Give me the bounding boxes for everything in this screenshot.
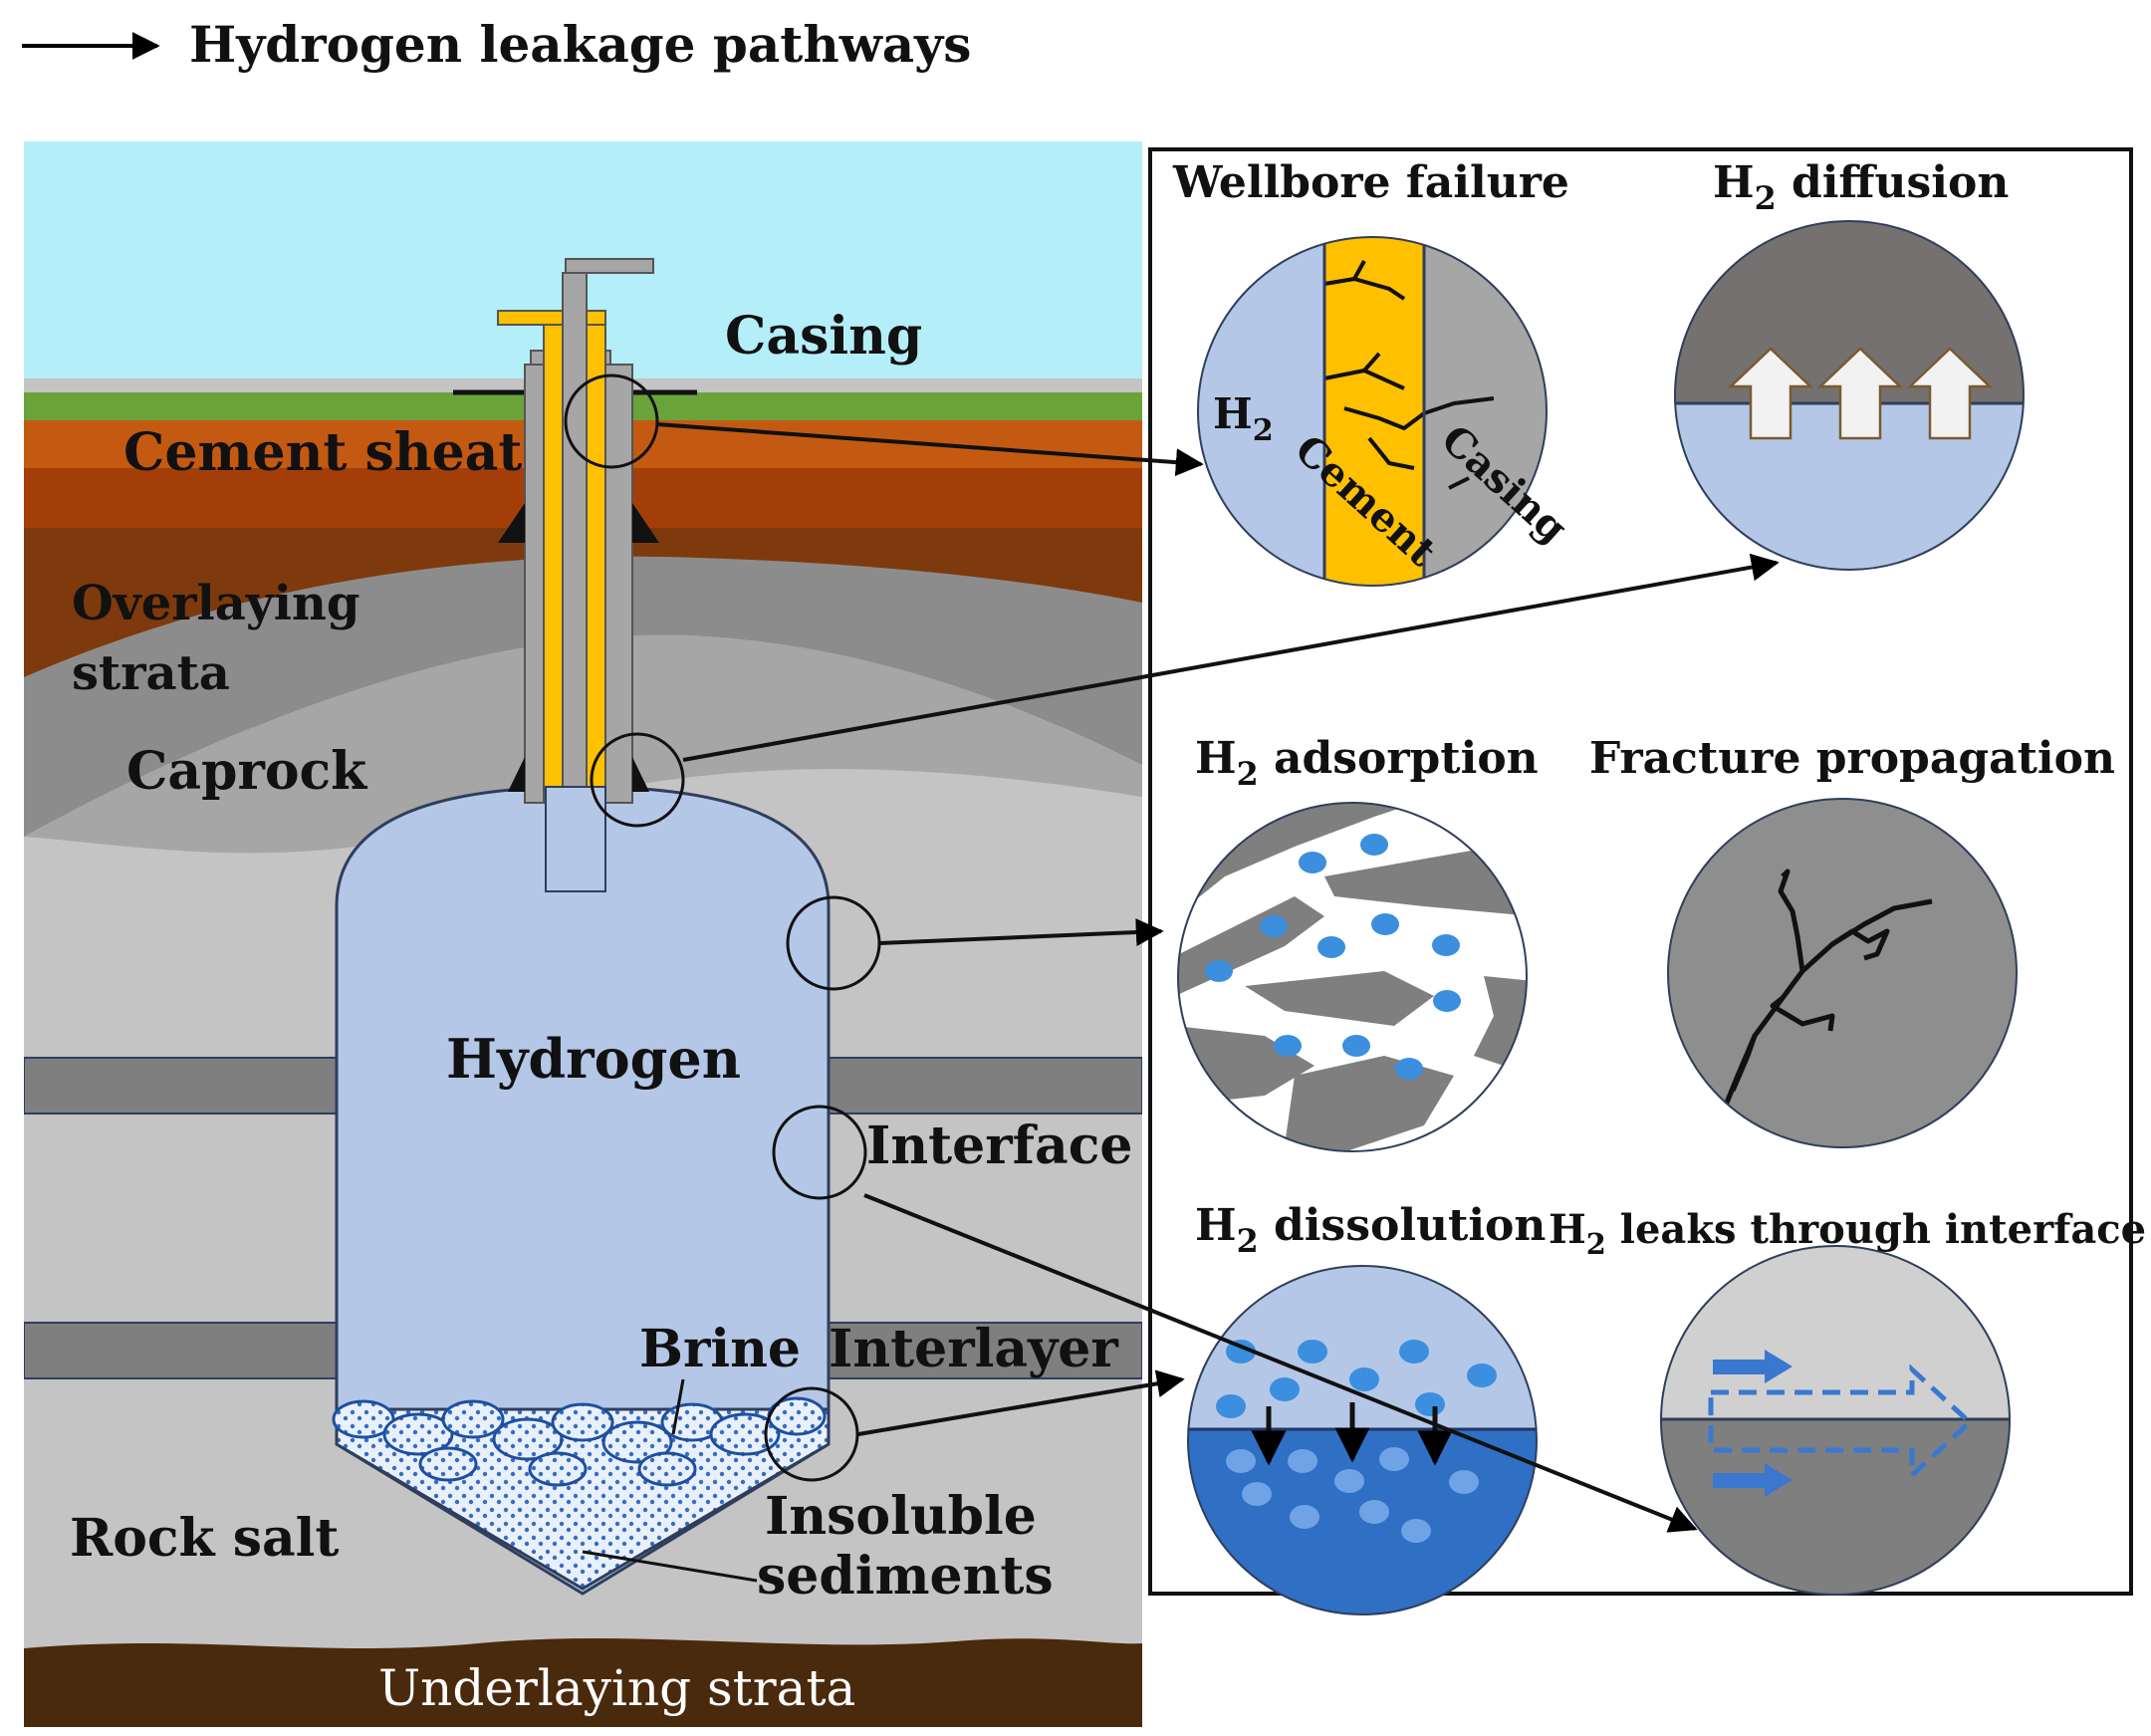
cavern-cross-section: Casing Cement sheat Overlaying strata Ca… — [24, 141, 1142, 1727]
label-overlaying-1: Overlaying — [72, 576, 359, 631]
label-cement-sheath: Cement sheat — [123, 422, 522, 483]
interlayer-lower-right — [828, 1322, 1142, 1379]
title-wellbore-failure: Wellbore failure — [1172, 157, 1569, 208]
interlayer-upper-right — [828, 1057, 1142, 1115]
circle-fracture-propagation — [1668, 799, 2017, 1147]
callout-sediment — [764, 1386, 859, 1482]
callout-wellbore — [564, 373, 659, 469]
label-brine: Brine — [639, 1319, 801, 1379]
underlaying-strata — [24, 1638, 1142, 1727]
callout-interface — [772, 1105, 867, 1200]
legend: Hydrogen leakage pathways — [22, 15, 971, 74]
wellbore-h2-label: H2 — [1213, 389, 1274, 448]
arrow-to-diffusion — [682, 553, 1780, 762]
label-hydrogen: Hydrogen — [446, 1027, 741, 1091]
label-interlayer: Interlayer — [829, 1319, 1118, 1379]
title-h2-dissolution: H2 dissolution — [1195, 1200, 1546, 1260]
pathway-arrows — [656, 422, 1780, 1533]
interlayer-upper-left — [24, 1057, 338, 1115]
arrow-to-wellbore — [656, 422, 1204, 477]
overlaying-strata — [24, 556, 1142, 837]
label-rock-salt: Rock salt — [70, 1508, 339, 1569]
callout-caprock — [590, 732, 685, 828]
label-overlaying-2: strata — [72, 645, 230, 701]
interlayer-lower-left — [24, 1322, 338, 1379]
title-h2-diffusion: H2 diffusion — [1713, 157, 2009, 217]
wellhead — [453, 258, 697, 892]
label-underlaying-strata: Underlaying strata — [378, 1659, 855, 1717]
arrow-to-dissolution — [857, 1369, 1185, 1436]
label-casing: Casing — [725, 306, 922, 367]
legend-label: Hydrogen leakage pathways — [189, 15, 971, 74]
arrow-to-interface — [863, 1193, 1698, 1533]
arrow-to-adsorption — [878, 918, 1164, 947]
label-insoluble-2: sediments — [757, 1546, 1054, 1607]
title-h2-adsorption: H2 adsorption — [1195, 733, 1539, 793]
well-tubing-in-cavern — [545, 786, 606, 892]
label-caprock: Caprock — [126, 741, 367, 802]
label-insoluble-1: Insoluble — [765, 1486, 1037, 1547]
label-interface: Interface — [866, 1116, 1132, 1176]
title-h2-leaks-interface: H2 leaks through interface — [1549, 1206, 2146, 1261]
title-fracture-propagation: Fracture propagation — [1589, 733, 2115, 784]
